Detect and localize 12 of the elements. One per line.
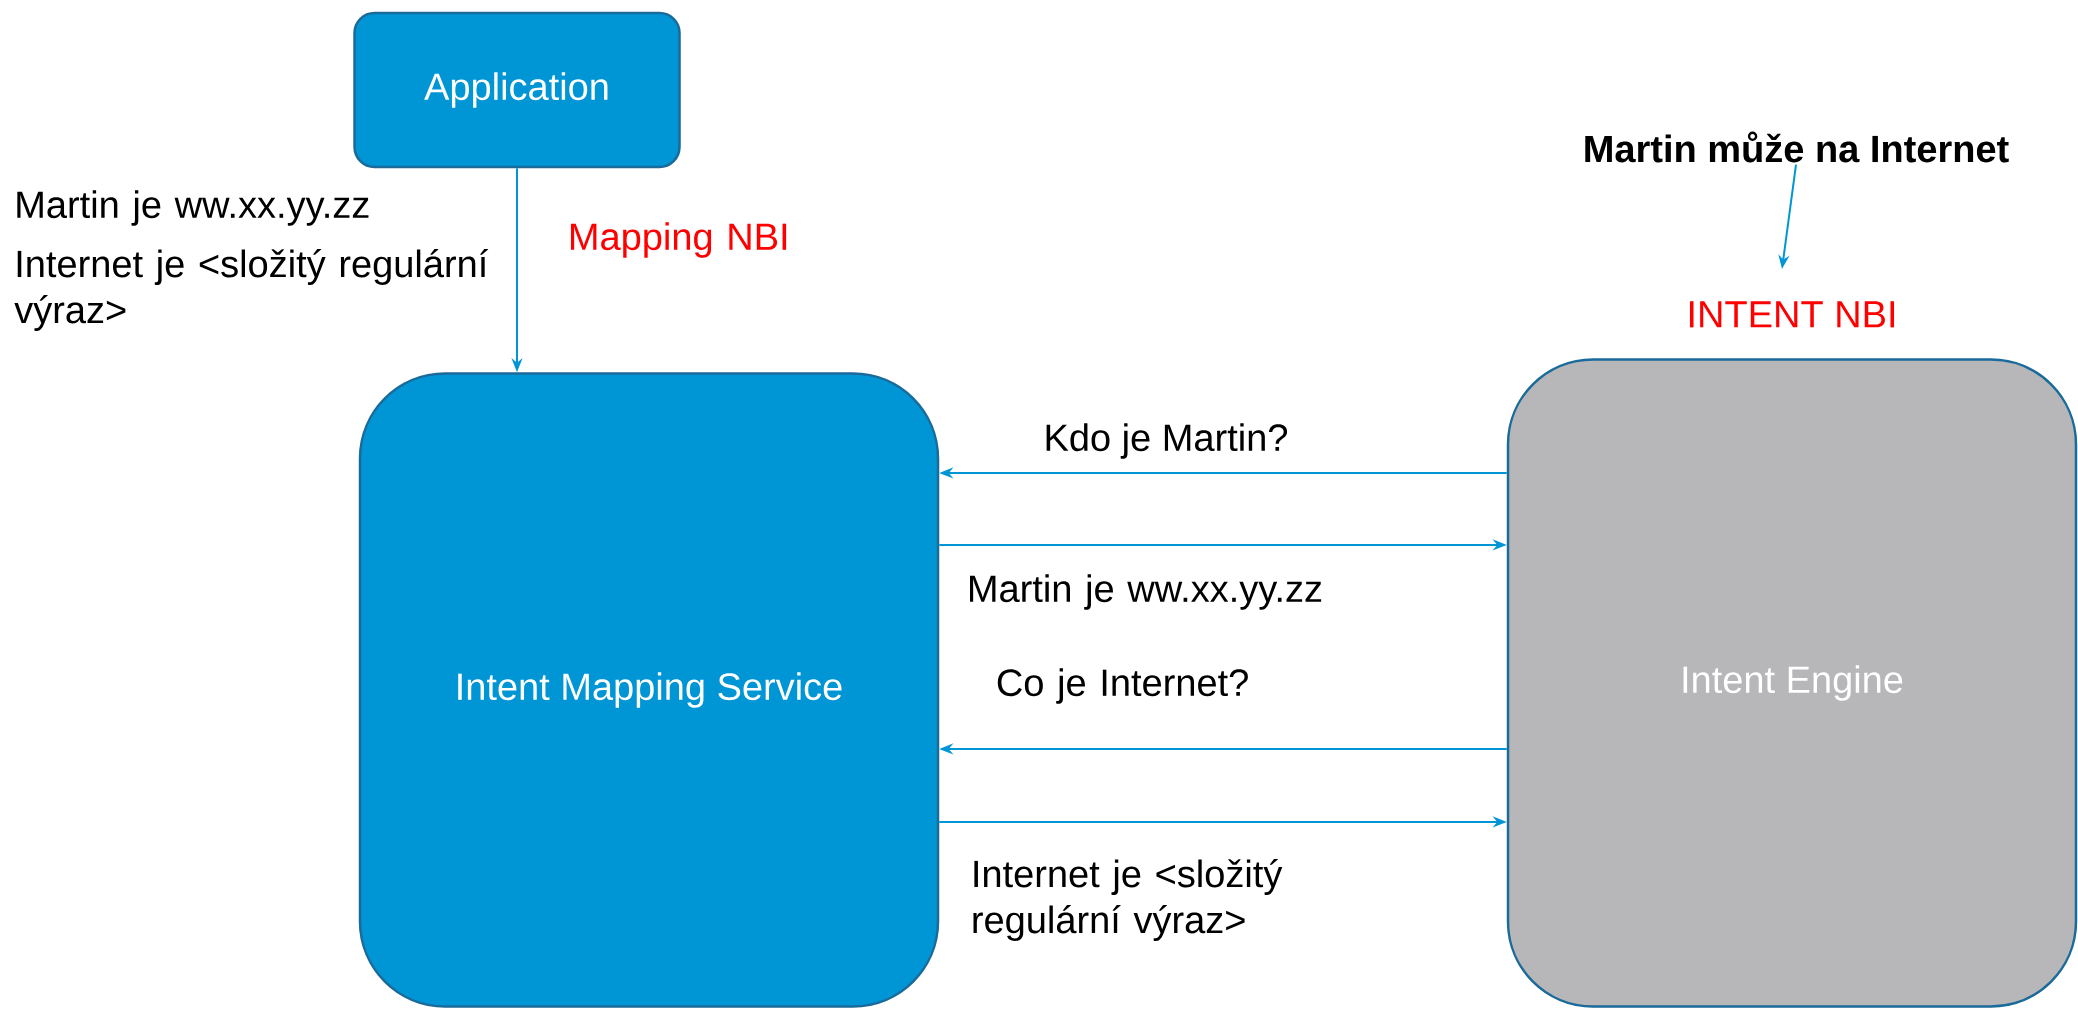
edge-label: Internet je <složitý regulární výraz> (973, 859, 1283, 941)
edge-label: Martin je ww.xx.yy.zz (970, 574, 1322, 610)
edge-label: Kdo je Martin? (1046, 423, 1288, 459)
process-box: Intent Engine (1506, 358, 2078, 1008)
edge-label: Co je Internet? (997, 668, 1248, 704)
note-text: Internet je <složitý regulární výraz> (14, 249, 489, 331)
process-box: Intent Mapping Service (358, 372, 940, 1008)
bare-text: Martin může na Internet (1585, 131, 2009, 163)
node-heading: INTENT NBI (1689, 301, 1895, 328)
process-box: Application (353, 11, 681, 169)
edge-label: Mapping NBI (571, 222, 787, 258)
note-text: Martin je ww.xx.yy.zz (17, 190, 369, 226)
